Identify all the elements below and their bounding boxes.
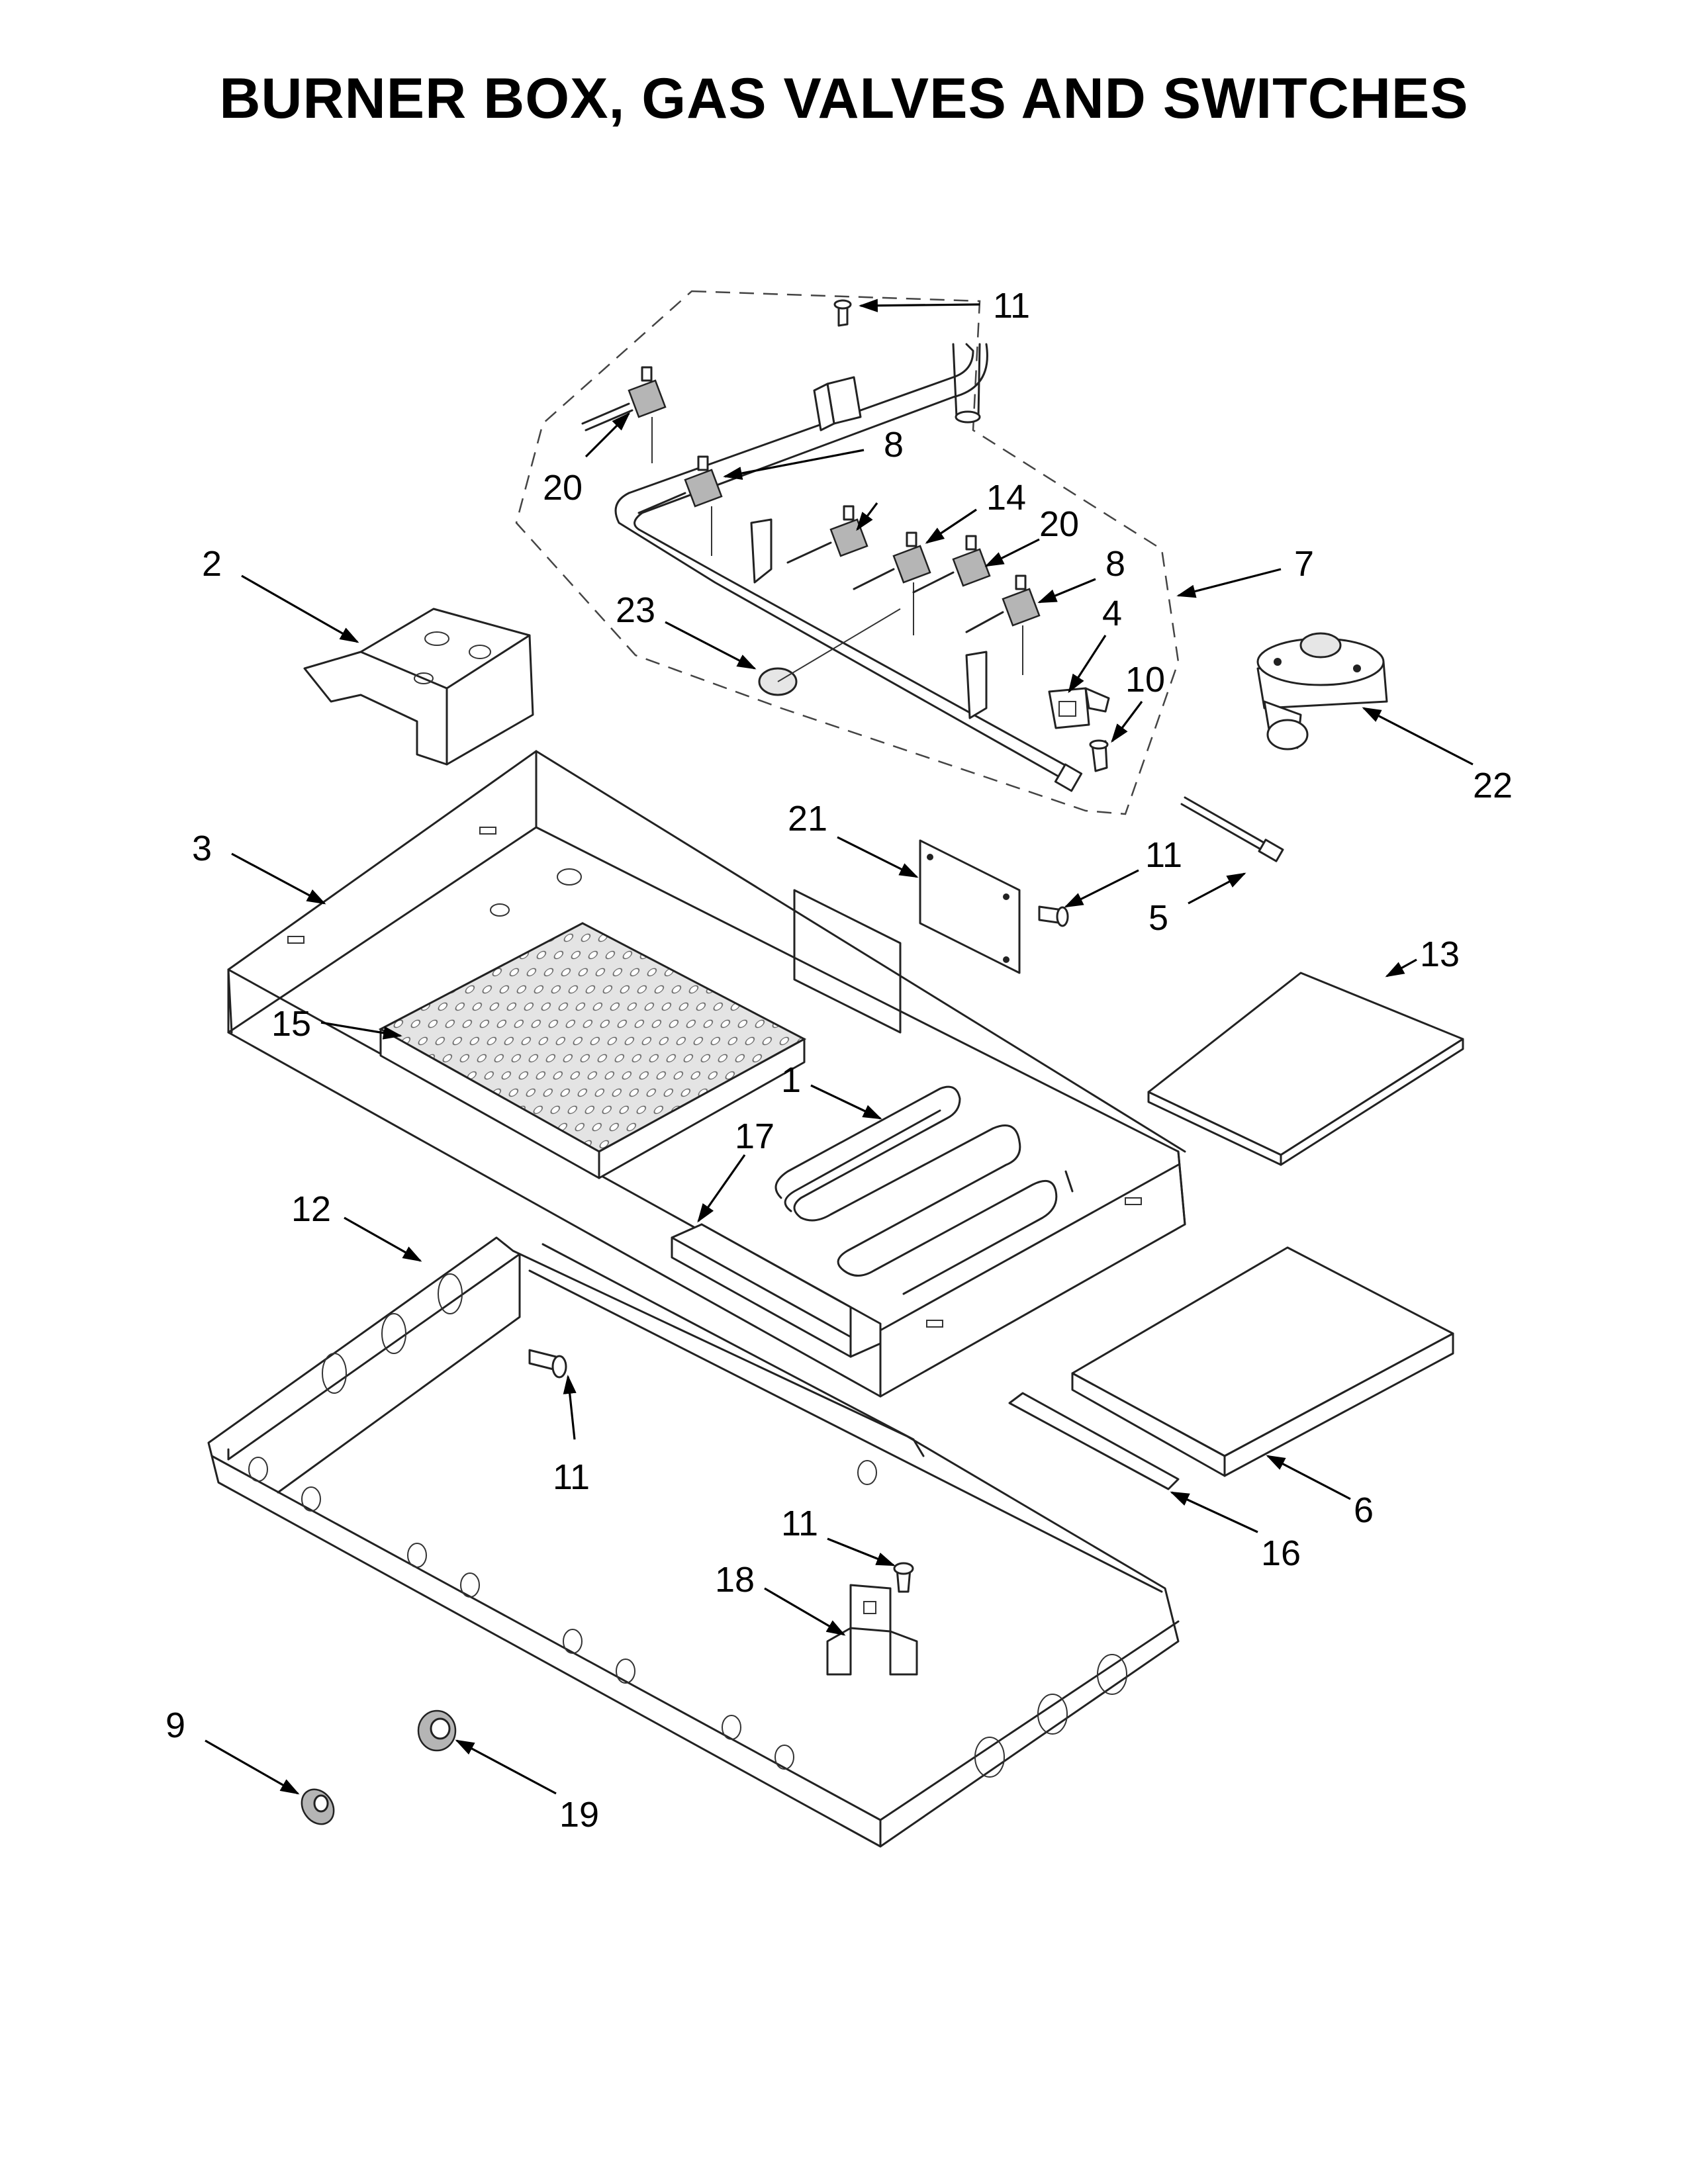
callout-15: 15 [271, 1004, 402, 1044]
side-tray [1147, 972, 1464, 1166]
callout-16: 16 [1170, 1491, 1301, 1573]
trim-strip [1008, 1392, 1180, 1490]
svg-text:11: 11 [1145, 835, 1182, 875]
svg-text:23: 23 [616, 590, 655, 630]
diagram-title: BURNER BOX, GAS VALVES AND SWITCHES [219, 67, 1469, 130]
svg-text:9: 9 [165, 1706, 185, 1745]
svg-text:16: 16 [1261, 1533, 1301, 1573]
base-pan [207, 1236, 1180, 1848]
svg-text:22: 22 [1473, 766, 1513, 805]
callout-11-bracket: 11 [781, 1504, 896, 1567]
callouts: 11 8 20 14 20 8 [165, 286, 1513, 1835]
callout-8-mid [856, 502, 878, 531]
knob-part-19 [417, 1709, 457, 1752]
svg-text:5: 5 [1149, 898, 1168, 938]
callout-8-top: 8 [723, 425, 904, 480]
callout-11-base: 11 [553, 1375, 590, 1497]
callout-11-mid: 11 [1064, 835, 1182, 908]
callout-20-left: 20 [543, 412, 631, 508]
gas-regulator [1256, 632, 1388, 751]
callout-14: 14 [925, 478, 1026, 544]
callout-11-top: 11 [859, 286, 1030, 326]
callout-8-right: 8 [1037, 544, 1125, 604]
svg-text:8: 8 [1105, 544, 1125, 584]
svg-text:19: 19 [559, 1795, 599, 1835]
callout-3: 3 [192, 829, 326, 905]
svg-text:18: 18 [715, 1560, 755, 1600]
manifold-assembly [515, 290, 1180, 815]
svg-text:7: 7 [1294, 544, 1314, 584]
heating-element [774, 1085, 1074, 1295]
mounting-bracket [826, 1562, 918, 1676]
callout-20-right: 20 [984, 504, 1079, 567]
callout-17: 17 [697, 1116, 774, 1223]
svg-text:20: 20 [543, 468, 583, 508]
svg-text:1: 1 [781, 1060, 801, 1100]
screw-part [528, 1349, 567, 1379]
svg-text:4: 4 [1102, 594, 1122, 633]
callout-10: 10 [1111, 660, 1165, 743]
callout-19: 19 [455, 1739, 599, 1835]
callout-5: 5 [1149, 872, 1246, 938]
tie-strap [1180, 796, 1284, 862]
callout-9: 9 [165, 1706, 300, 1795]
callout-6: 6 [1266, 1455, 1374, 1530]
callout-4: 4 [1068, 594, 1122, 694]
valve-1 [581, 366, 667, 463]
burner-grate-plate [378, 922, 807, 1179]
svg-text:13: 13 [1420, 934, 1460, 974]
svg-text:11: 11 [993, 286, 1030, 326]
svg-text:17: 17 [735, 1116, 774, 1156]
svg-text:15: 15 [271, 1004, 311, 1044]
callout-23: 23 [616, 590, 757, 670]
callout-1: 1 [781, 1060, 882, 1120]
valve-5 [912, 535, 991, 594]
cover-plate [303, 608, 534, 766]
callout-12: 12 [291, 1189, 422, 1262]
callout-18: 18 [715, 1560, 846, 1636]
valve-2 [637, 455, 723, 556]
side-cover-panel [1071, 1246, 1454, 1477]
valve-3 [786, 505, 868, 564]
valve-6 [965, 574, 1041, 675]
callout-21: 21 [788, 799, 919, 878]
svg-text:10: 10 [1125, 660, 1165, 700]
svg-text:2: 2 [202, 544, 222, 584]
svg-text:11: 11 [553, 1457, 590, 1497]
svg-text:6: 6 [1354, 1490, 1374, 1530]
callout-7: 7 [1176, 544, 1314, 598]
valve-4 [853, 531, 931, 635]
svg-text:20: 20 [1039, 504, 1079, 544]
shield-plate [919, 839, 1069, 974]
svg-text:3: 3 [192, 829, 212, 868]
bracket-part [1048, 687, 1090, 729]
callout-2: 2 [202, 544, 359, 643]
svg-text:8: 8 [884, 425, 904, 465]
svg-text:14: 14 [986, 478, 1026, 518]
callout-13: 13 [1385, 934, 1460, 978]
svg-text:12: 12 [291, 1189, 331, 1229]
svg-text:21: 21 [788, 799, 827, 839]
drip-trough [671, 1223, 882, 1358]
callout-22: 22 [1362, 707, 1513, 805]
knob-part-9 [301, 1788, 335, 1825]
svg-text:11: 11 [781, 1504, 818, 1543]
